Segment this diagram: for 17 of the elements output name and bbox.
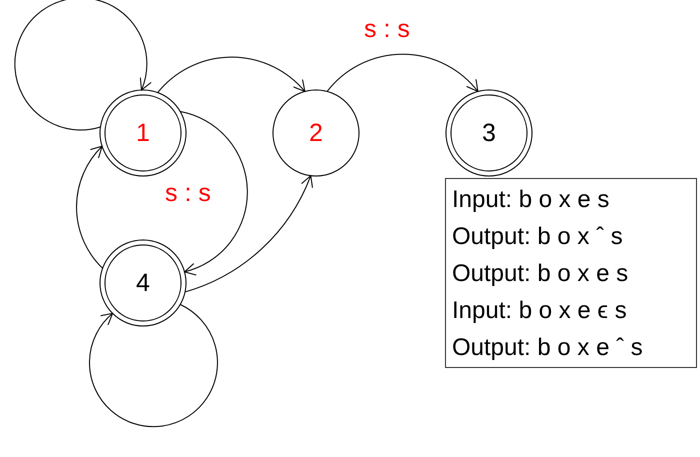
state-label: 2 <box>308 118 324 148</box>
text-line: Input: b o x e ϵ s <box>452 296 628 326</box>
state-label: 3 <box>481 118 497 148</box>
self-loop-arrow <box>89 304 218 428</box>
state-label: 4 <box>135 268 151 298</box>
transition-arrow <box>180 111 248 275</box>
self-loop-arrow <box>14 0 152 130</box>
state-label: 1 <box>135 118 151 148</box>
text-line: Output: b o x e s <box>452 259 630 289</box>
transition-arrow <box>184 175 312 292</box>
transition-arrow <box>157 56 306 94</box>
transition-arrow <box>76 146 104 269</box>
text-line: Output: b o x ˆ s <box>452 222 624 252</box>
text-line: Output: b o x e ˆ s <box>452 333 644 363</box>
text-box <box>445 178 697 368</box>
transition-arrow <box>326 54 478 92</box>
text-line: Input: b o x e s <box>452 185 610 215</box>
